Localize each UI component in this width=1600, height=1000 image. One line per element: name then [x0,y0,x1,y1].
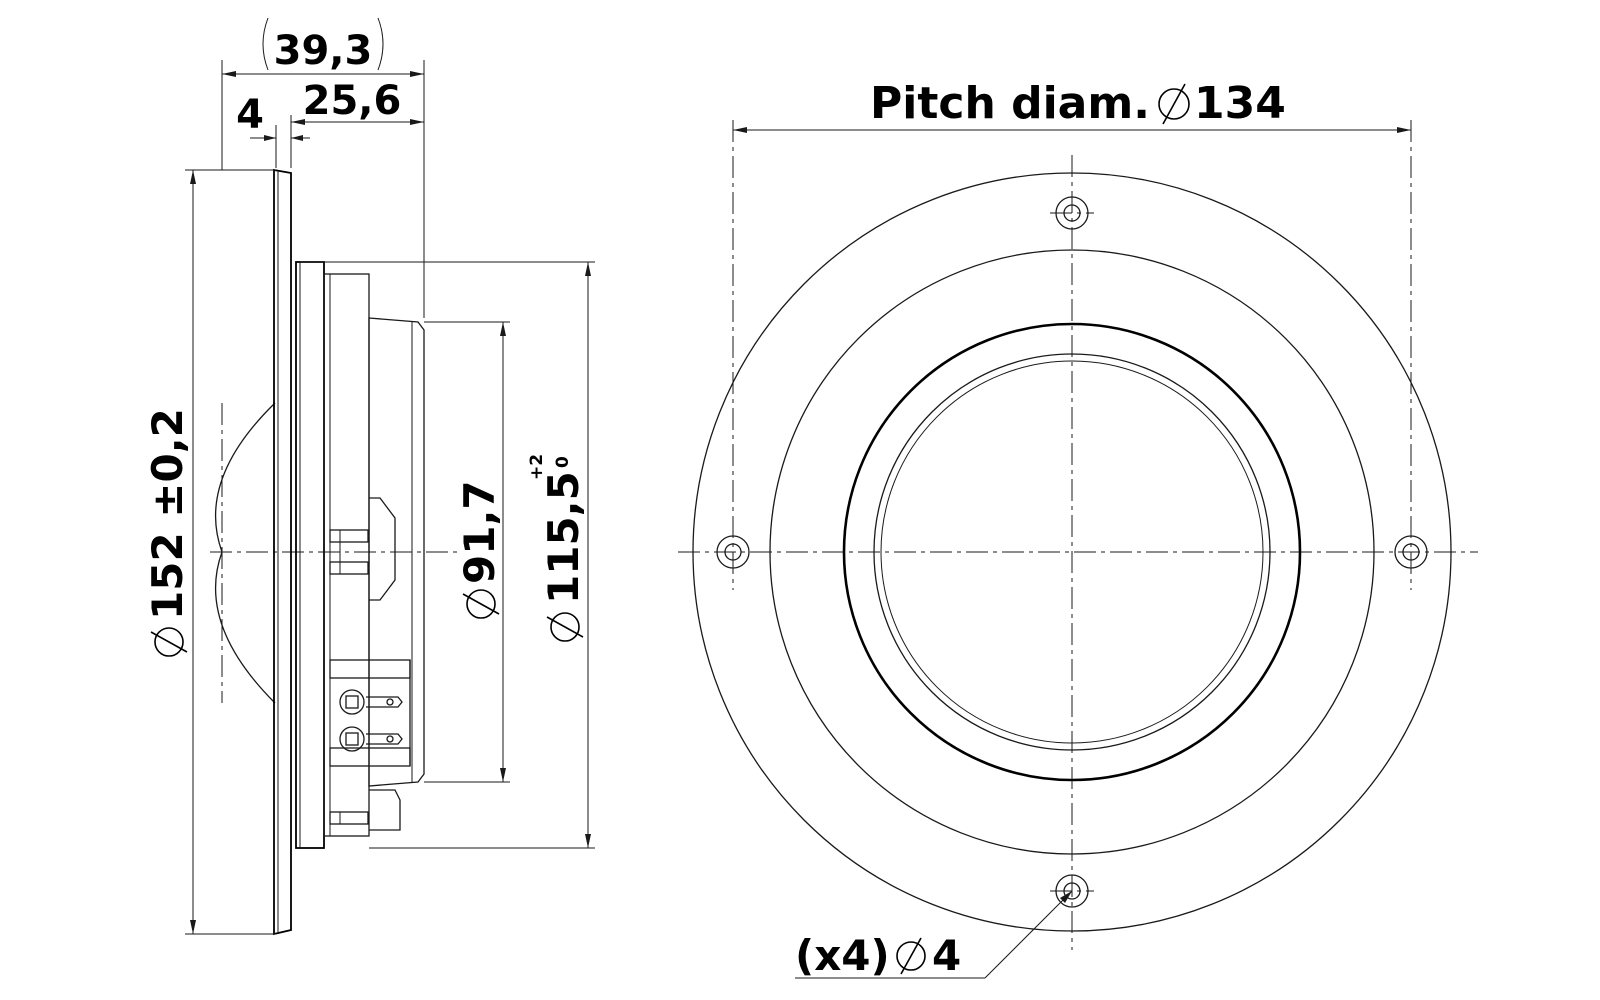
diameter-symbol-slash [546,616,584,638]
bracket-left [262,17,269,71]
side-rear-cup [368,317,425,787]
front-surround-inner [873,353,1271,751]
dim-flange-diameter-group: 152 ±0,2 [143,408,192,657]
side-upper-terminal-2 [329,561,369,575]
dim-rear-diameter-group: 91,7 [455,480,504,619]
arrow [291,119,305,125]
diameter-symbol-slash [462,593,500,615]
dim-flange-diameter-label: 152 ±0,2 [143,408,192,620]
holes-diameter-value: 4 [932,931,961,980]
dim-cutout-diameter-group: 115,5 +2 0 [527,454,588,642]
arrow [733,127,747,133]
side-terminal-tab-hole-1 [386,698,394,706]
front-flange-outer [692,172,1452,932]
diameter-symbol-slash [900,937,922,975]
side-dome-outline [215,402,276,704]
side-terminal-screw-head-2 [345,732,359,746]
dim-body-depth-label: 25,6 [303,78,402,124]
side-upper-terminal-1 [329,529,369,543]
arrow [410,71,424,77]
side-body-main [323,273,370,837]
dim-overall-depth-label: 39,3 [274,28,373,74]
arrow [291,135,303,141]
arrow [585,262,591,276]
arrow [500,322,506,336]
dim-cutout-tol-upper: +2 [527,454,547,480]
side-terminal-tab-1 [366,696,403,708]
diameter-symbol-slash [150,631,188,653]
dim-cutout-tol-lower: 0 [553,456,573,468]
front-surround-outer [842,322,1302,782]
diameter-symbol [466,589,496,619]
side-lower-terminal-top [329,659,411,679]
mounting-hole-bottom [1050,874,1094,908]
pitch-diameter-label: Pitch diam. [870,78,1150,129]
dim-rear-diameter-label: 91,7 [455,480,504,584]
arrow [585,834,591,848]
arrow [264,135,276,141]
front-flange-inner [769,249,1375,855]
arrow [190,920,196,934]
dim-cutout-diameter-label: 115,5 [539,471,588,604]
side-bottom-terminal [329,811,369,825]
holes-count-label: (x4) [795,931,890,980]
side-bottom-bracket [369,789,401,831]
diameter-symbol [1158,88,1190,120]
diameter-symbol-slash [1162,83,1186,125]
diameter-symbol [154,627,184,657]
front-view: Pitch diam. 134 (x4) 4 [678,78,1478,980]
side-terminal-tab-2 [366,733,403,745]
pitch-diameter-value: 134 [1194,78,1286,129]
side-view: 39,3 25,6 4 152 ±0,2 91,7 [143,17,595,936]
arrow [222,71,236,77]
front-dome [880,360,1264,744]
arrow [190,170,196,184]
mounting-hole-top [1050,196,1094,230]
holes-leader-line [984,890,1073,979]
side-terminal-screw-1 [339,689,365,715]
diameter-symbol [896,941,926,971]
arrow [500,768,506,782]
arrow [410,119,424,125]
side-lower-terminal-bottom [329,747,411,767]
dim-flange-thickness-label: 4 [236,92,264,138]
side-terminal-tab-hole-2 [386,735,394,743]
arrow [1060,891,1072,903]
diameter-symbol [550,612,580,642]
bracket-right [377,17,384,71]
side-terminal-screw-2 [339,726,365,752]
side-terminal-screw-head-1 [345,695,359,709]
side-flange-plate [273,168,292,936]
arrow [1397,127,1411,133]
side-upper-bracket [369,497,396,601]
